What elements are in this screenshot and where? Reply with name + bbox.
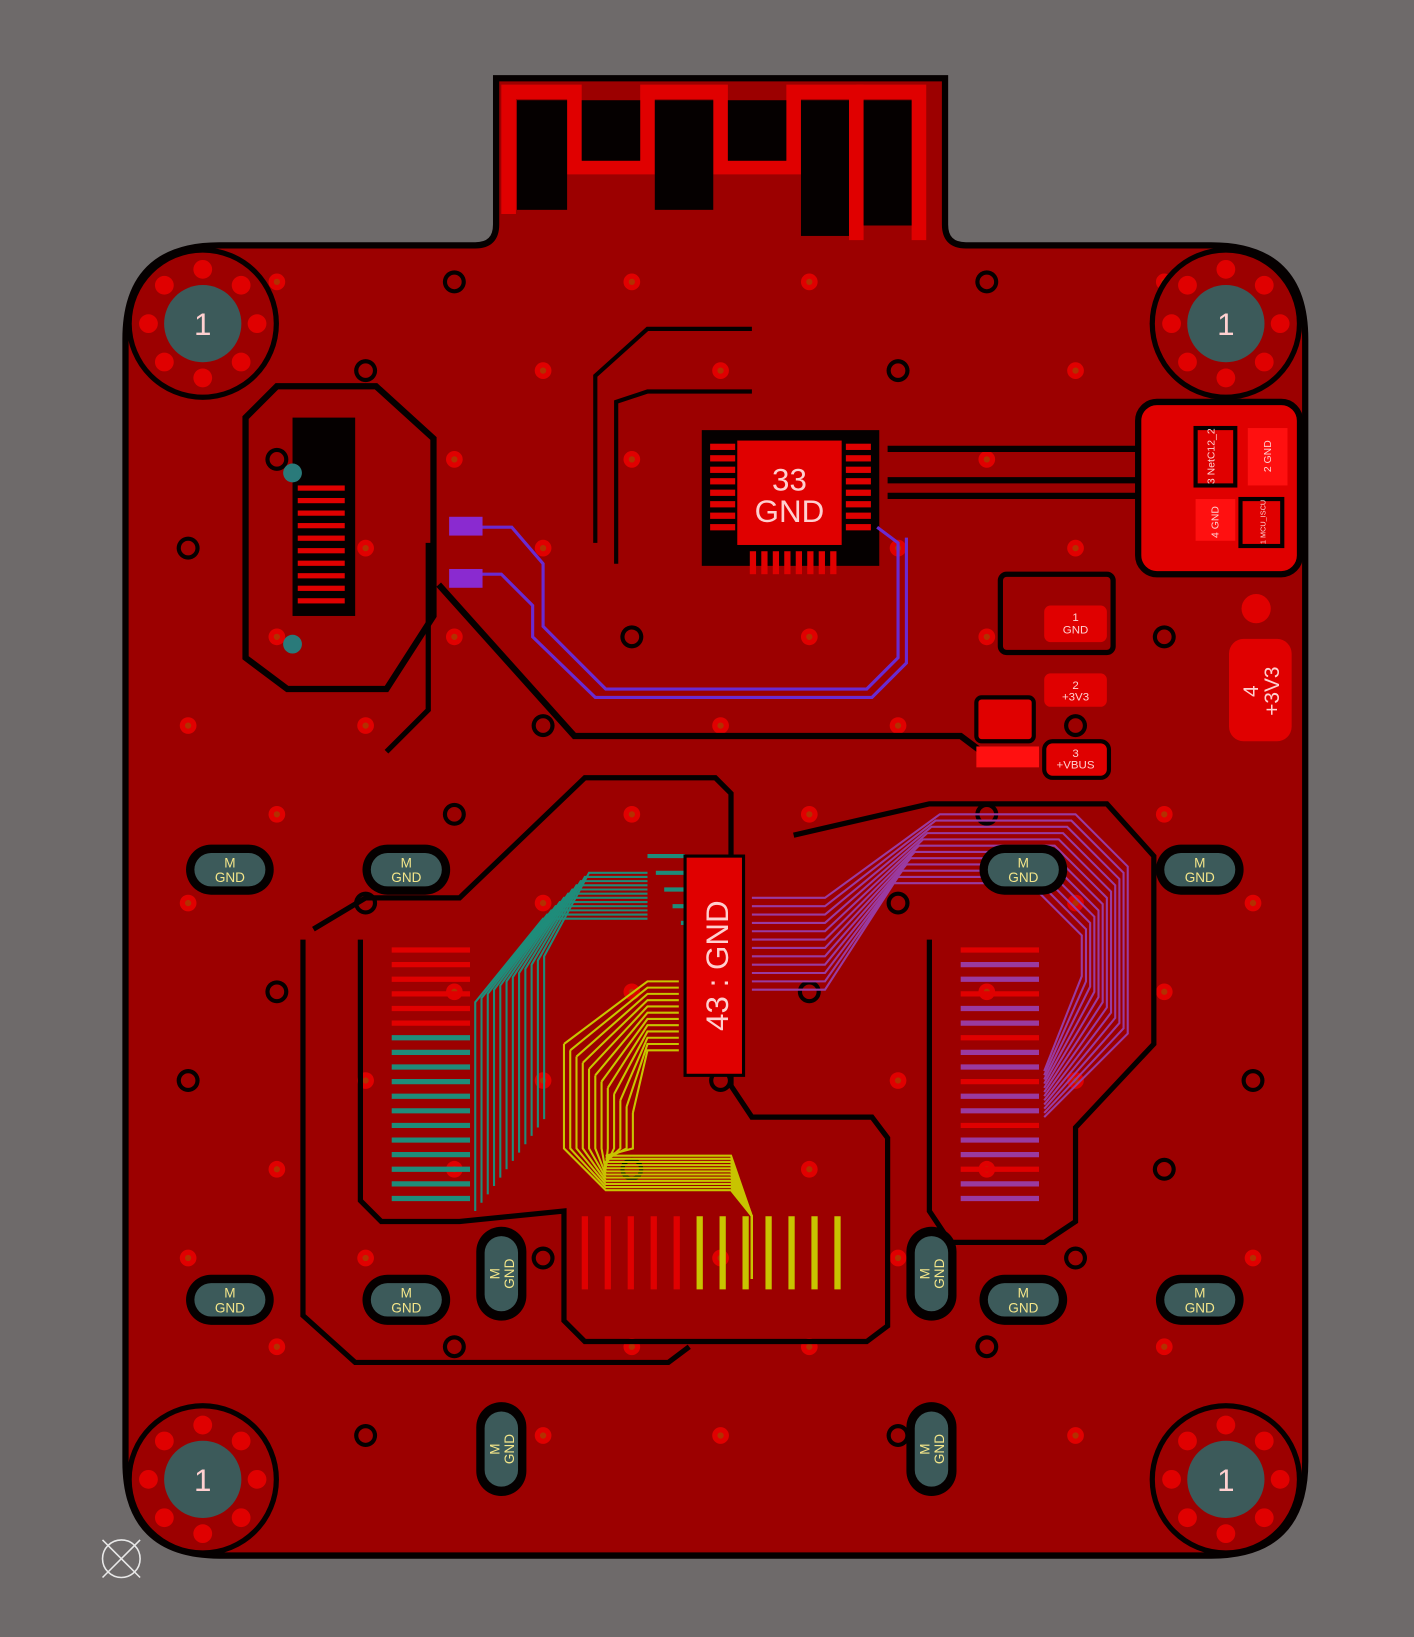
header-j1[interactable]: 3 NetC12_2 2 GND 4 GND 1 MCU_ISCU xyxy=(1135,398,1304,578)
flex-connector-region: 43 : GND xyxy=(300,775,1157,1366)
j1-pin4-net: GND xyxy=(1211,506,1222,530)
mech-pad-net: GND xyxy=(215,870,245,885)
mounting-holes: 1 1 1 1 xyxy=(126,247,1303,1556)
antenna-keepout xyxy=(516,100,568,210)
antenna-keepout xyxy=(654,100,714,210)
j1-pin2-number: 2 xyxy=(1263,466,1274,472)
usb-pad4-net: +3V3 xyxy=(1261,666,1284,715)
mounting-hole xyxy=(1187,285,1265,363)
mech-pad-net: GND xyxy=(932,1258,947,1288)
board-outline xyxy=(122,75,1309,1559)
j1-pin1-net: MCU_ISCU xyxy=(1259,500,1268,538)
mech-pad-pin: M xyxy=(917,1268,932,1279)
antenna-keepout xyxy=(727,100,787,161)
mech-pad-net: GND xyxy=(1008,870,1038,885)
mounting-hole xyxy=(164,285,242,363)
mounting-hole-label: 1 xyxy=(1217,1463,1234,1498)
mech-pad-net: GND xyxy=(215,1300,245,1315)
mech-pad-net: GND xyxy=(1008,1300,1038,1315)
mech-pad-net: GND xyxy=(1185,870,1215,885)
mech-pad-pin: M xyxy=(224,1286,235,1301)
antenna-keepout xyxy=(800,100,849,236)
svg-text:3 NetC12_2: 3 NetC12_2 xyxy=(1206,428,1217,484)
mech-pad-pin: M xyxy=(1194,1286,1205,1301)
mech-pad-pin: M xyxy=(917,1443,932,1454)
j1-pin1-number: 1 xyxy=(1259,540,1268,544)
mcu-pad-number: 33 xyxy=(772,463,807,498)
mech-pad-net: GND xyxy=(502,1258,517,1288)
usb-pads[interactable]: 1 GND 2 +3V3 3 +VBUS 4 +3V3 xyxy=(974,571,1292,780)
antenna-keepout xyxy=(863,100,912,226)
svg-text:4 GND: 4 GND xyxy=(1211,506,1222,538)
mounting-hole xyxy=(1187,1440,1265,1518)
usb-pad3-net: +VBUS xyxy=(1057,759,1095,771)
flex-ic-label: 43 : GND xyxy=(700,900,735,1031)
power-ic-region xyxy=(242,383,483,693)
mounting-hole-label: 1 xyxy=(1217,307,1234,342)
usb-pad1-number: 1 xyxy=(1072,612,1078,624)
usb-pad1-net: GND xyxy=(1063,625,1088,637)
mech-pad-net: GND xyxy=(1185,1300,1215,1315)
usb-pad2-number: 2 xyxy=(1072,680,1078,692)
mech-pad-pin: M xyxy=(487,1268,502,1279)
j1-pin4-number: 4 xyxy=(1211,532,1222,538)
mech-pad-net: GND xyxy=(391,1300,421,1315)
mounting-hole xyxy=(164,1440,242,1518)
mech-pad-pin: M xyxy=(401,856,412,871)
mech-pad-pin: M xyxy=(1194,856,1205,871)
usb-pad2-net: +3V3 xyxy=(1062,692,1089,704)
mech-pad-net: GND xyxy=(502,1434,517,1464)
mounting-hole-label: 1 xyxy=(194,307,211,342)
usb-pad4-number: 4 xyxy=(1240,685,1263,697)
j1-pin2-net: GND xyxy=(1263,440,1274,464)
mcu-pad-net: GND xyxy=(755,494,825,529)
origin-marker-icon xyxy=(101,1539,141,1579)
mech-pad-pin: M xyxy=(224,856,235,871)
mcu-chip[interactable]: 33 GND xyxy=(701,430,880,575)
svg-text:2 GND: 2 GND xyxy=(1263,440,1274,472)
usb-pad3-number: 3 xyxy=(1072,748,1078,760)
mcu-pins xyxy=(710,443,871,575)
mech-pad-pin: M xyxy=(487,1443,502,1454)
antenna-keepout xyxy=(581,100,641,161)
mounting-hole-label: 1 xyxy=(194,1463,211,1498)
mech-pad-pin: M xyxy=(401,1286,412,1301)
mech-pad-net: GND xyxy=(391,870,421,885)
signal-traces xyxy=(384,326,1180,755)
mech-pad-net: GND xyxy=(932,1434,947,1464)
svg-text:1 MCU_ISCU: 1 MCU_ISCU xyxy=(1259,500,1268,544)
j1-pin3-net: NetC12_2 xyxy=(1206,428,1217,475)
mech-pad-pin: M xyxy=(1018,856,1029,871)
mech-pad-pin: M xyxy=(1018,1286,1029,1301)
antenna-trace xyxy=(501,84,927,241)
j1-pin3-number: 3 xyxy=(1206,478,1217,484)
